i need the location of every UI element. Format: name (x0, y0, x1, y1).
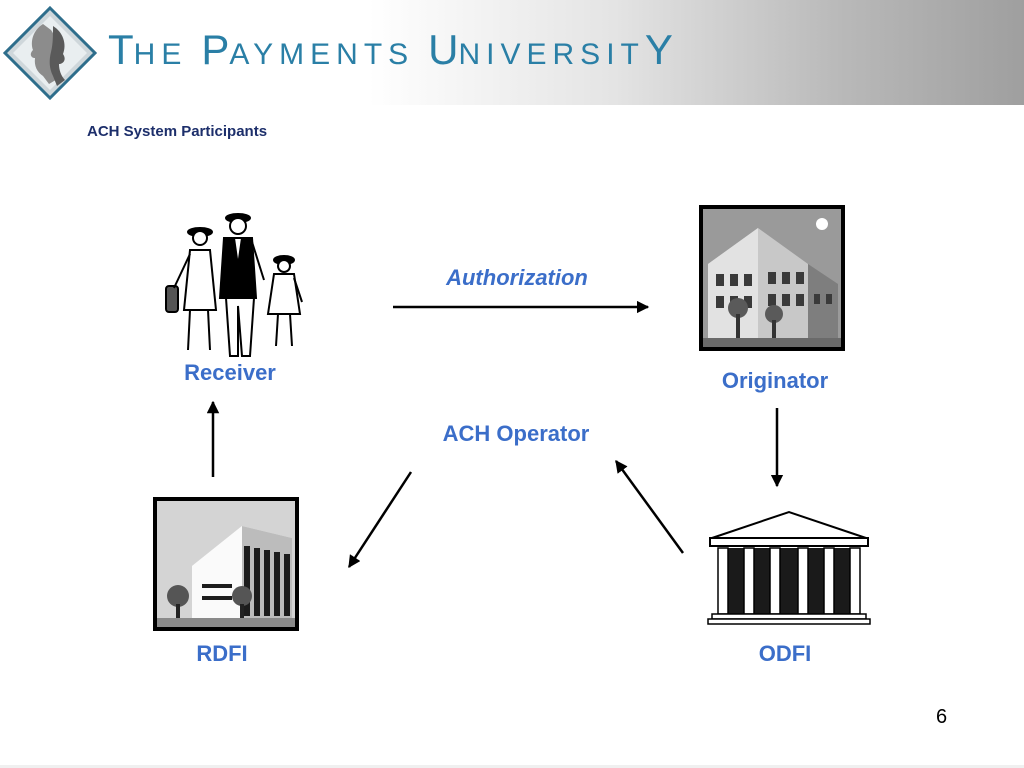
arrow-odfi-to-ach-operator (614, 459, 685, 554)
brand-wordmark: THE PAYMENTS UNIVERSITY (108, 26, 687, 76)
brand-word-1: THE (108, 26, 188, 73)
node-odfi-label: ODFI (758, 641, 812, 666)
arrow-ach-operator-to-rdfi (347, 471, 413, 569)
page-number: 6 (936, 706, 948, 728)
brand-word-2: PAYMENTS (201, 26, 415, 73)
receiver-family-icon (165, 213, 303, 357)
footer-divider (0, 765, 1024, 768)
slide-title: ACH System Participants (87, 123, 268, 140)
node-ach-operator-label: ACH Operator (442, 421, 590, 446)
originator-building-icon (699, 205, 845, 351)
header-banner: THE PAYMENTS UNIVERSITY (0, 0, 1024, 105)
node-originator-label: Originator (721, 368, 829, 393)
node-rdfi-label: RDFI (196, 641, 248, 666)
brand-word-3: UNIVERSITY (428, 26, 673, 73)
logo-icon (3, 6, 97, 100)
edge-authorization-label: Authorization (446, 265, 588, 290)
odfi-bank-icon (707, 510, 871, 625)
rdfi-building-icon (153, 497, 299, 631)
node-receiver-label: Receiver (184, 360, 276, 385)
